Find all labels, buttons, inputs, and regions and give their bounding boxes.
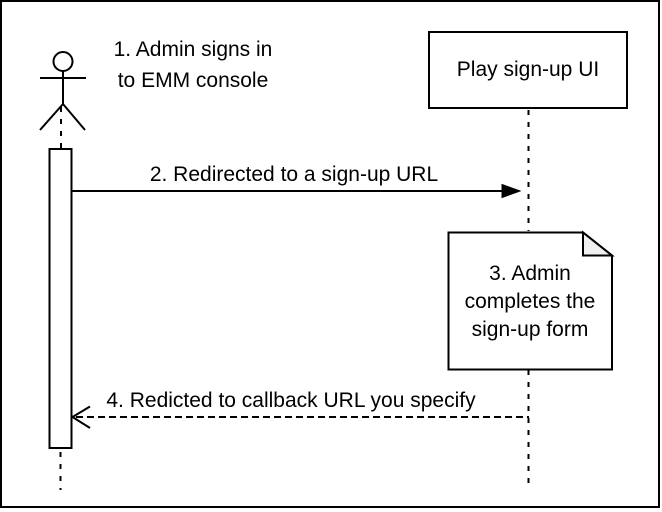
actor-left-leg — [39, 103, 64, 131]
step1-annotation: 1. Admin signs in to EMM console — [83, 34, 303, 96]
message-arrow-step4 — [70, 405, 529, 429]
step3-line3: sign-up form — [471, 318, 589, 341]
activation-bar — [48, 148, 73, 449]
participant-play-signup-ui: Play sign-up UI — [428, 31, 628, 109]
actor-stick-figure-icon — [39, 51, 86, 131]
actor-head — [52, 51, 74, 72]
step1-line2: to EMM console — [117, 69, 269, 92]
step3-note-text: 3. Admin completes the sign-up form — [449, 260, 611, 344]
step2-message-label: 2. Redirected to a sign-up URL — [149, 163, 439, 186]
participant-play-signup-ui-label: Play sign-up UI — [456, 58, 600, 81]
step3-line1: 3. Admin — [489, 262, 571, 285]
actor-right-leg — [62, 103, 86, 131]
note-shape-step3 — [447, 230, 615, 371]
note-folded-corner — [582, 230, 615, 257]
step1-line1: 1. Admin signs in — [113, 38, 273, 61]
message-arrow-step2 — [72, 183, 522, 199]
note-body — [447, 231, 613, 371]
step4-message-label: 4. Redicted to callback URL you specify — [106, 389, 476, 412]
message-arrow-step2-head — [501, 183, 522, 199]
message-arrow-step4-open-head — [70, 405, 91, 429]
step3-line2: completes the — [464, 290, 596, 313]
